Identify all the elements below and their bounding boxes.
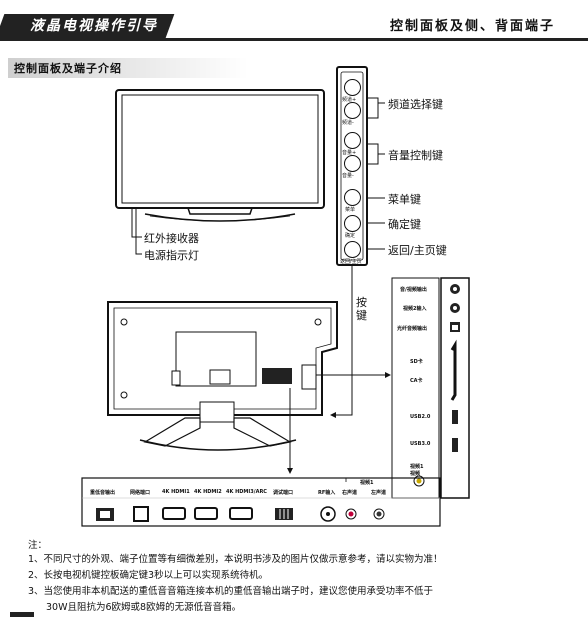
back-key-callout: 返回/主页键 [388,244,447,257]
side-port-ca-card: CA卡 [410,378,423,384]
menu-label: 菜单 [345,207,356,213]
volume-up-button[interactable] [344,132,361,149]
back-home-button[interactable] [344,241,361,258]
side-port-av-out: 音/视频输出 [400,287,427,293]
bottom-port-subwoofer: 重低音输出 [90,490,116,496]
bottom-port-panel [81,477,441,527]
side-port-optical-out: 光纤音频输出 [397,326,428,332]
volume-down-label: 音量- [342,173,354,179]
note-3: 3、当您使用非本机配送的重低音音箱连接本机的重低音输出端子时，建议您使用承受功率… [28,586,434,597]
section-title: 控制面板及端子介绍 [14,62,122,75]
section-header-title: 控制面板及侧、背面端子 [390,19,556,34]
volume-down-button[interactable] [344,155,361,172]
header-divider [0,38,588,41]
tv-front-illustration [115,89,325,255]
bottom-port-hdmi1: 4K HDMI1 [162,489,190,495]
bottom-port-network: 网络端口 [130,490,151,496]
bottom-port-rf-in: RF输入 [318,490,336,496]
bottom-port-debug: 调试端口 [273,490,294,496]
note-3-continued: 30W且阻抗为6欧姆或8欧姆的无源低音音箱。 [46,602,242,613]
channel-down-button[interactable] [344,102,361,119]
key-label: 按键 [356,296,367,322]
side-port-video1: 视频1 [410,464,424,470]
side-port-video2-in: 视频2输入 [403,306,427,312]
volume-keys-callout: 音量控制键 [388,149,443,162]
footer-mark [10,612,34,617]
channel-keys-callout: 频道选择键 [388,98,443,111]
back-home-label: 返回/主页 [340,259,362,265]
notes-heading: 注： [28,540,48,551]
side-port-usb2: USB2.0 [410,414,431,420]
ok-key-callout: 确定键 [388,218,421,231]
bottom-port-hdmi3-arc: 4K HDMI3/ARC [226,489,267,495]
bottom-port-hdmi2: 4K HDMI2 [194,489,222,495]
ok-button[interactable] [344,215,361,232]
channel-up-label: 频道+ [342,97,357,103]
bottom-av-group-label: 视频1 [360,480,374,486]
page-title: 液晶电视操作引导 [30,18,158,34]
control-panel-buttons: 频道+ 频道- 音量+ 音量- 菜单 确定 返回/主页 [340,79,363,265]
side-port-usb3: USB3.0 [410,441,431,447]
volume-up-label: 音量+ [342,150,357,156]
ir-receiver-label: 红外接收器 [144,232,199,245]
channel-down-label: 频道- [342,120,354,126]
bottom-port-left-audio: 左声道 [371,490,387,496]
power-indicator-label: 电源指示灯 [144,249,199,262]
tv-back-illustration [107,301,391,474]
bottom-port-right-audio: 右声道 [342,490,358,496]
section-bar [8,58,248,78]
side-port-video: 视频 [410,471,421,477]
side-port-sd-card: SD卡 [410,359,423,365]
note-2: 2、长按电视机键控板确定键3秒以上可以实现系统待机。 [28,570,269,581]
channel-up-button[interactable] [344,79,361,96]
menu-key-callout: 菜单键 [388,193,421,206]
menu-button[interactable] [344,189,361,206]
note-1: 1、不同尺寸的外观、端子位置等有细微差别，本说明书涉及的图片仅做示意参考，请以实… [28,554,443,565]
ok-label: 确定 [345,233,356,239]
